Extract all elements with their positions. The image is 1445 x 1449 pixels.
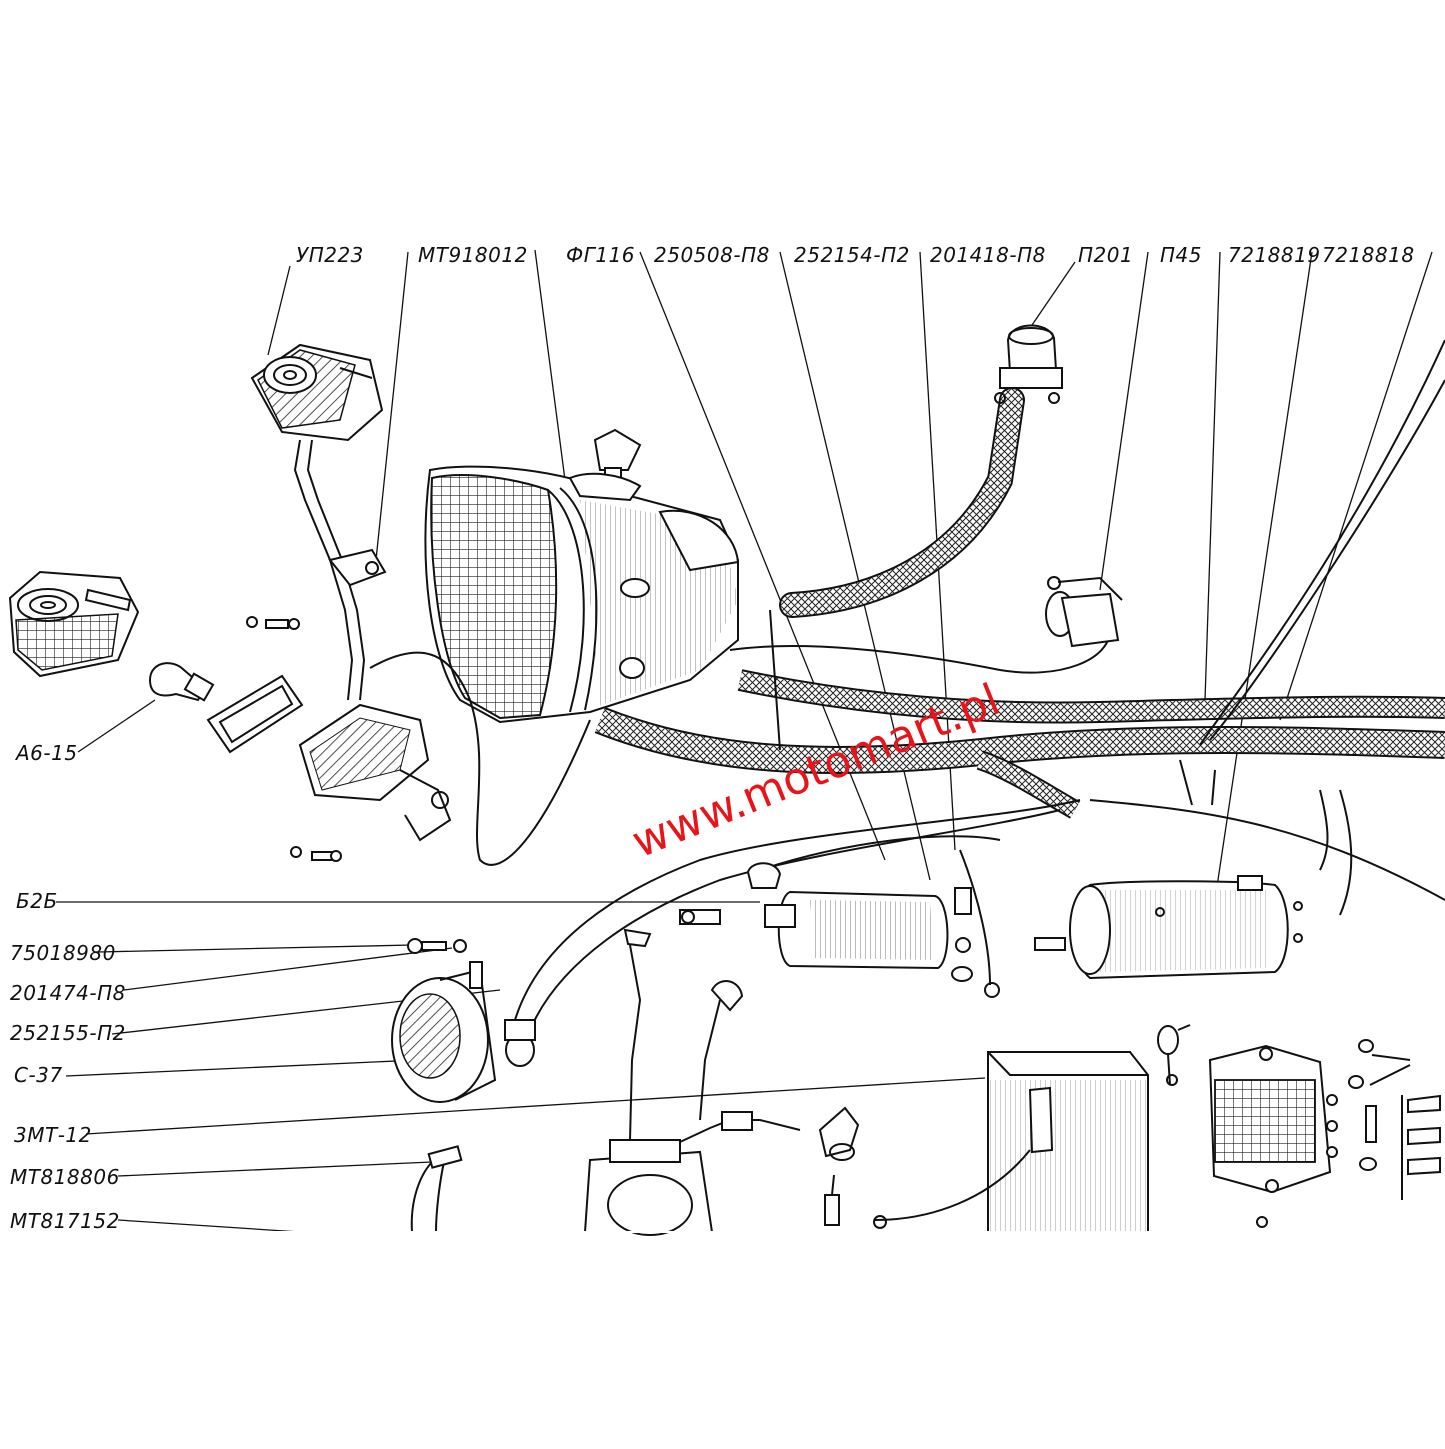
small-plug bbox=[623, 909, 721, 948]
label-252154-p2: 252154-П2 bbox=[794, 243, 910, 267]
label-mt818806: МТ818806 bbox=[10, 1165, 120, 1189]
label-7218819: 7218819 bbox=[1228, 243, 1321, 267]
label-252155-p2: 252155-П2 bbox=[10, 1021, 126, 1045]
tail-light-upper bbox=[250, 343, 387, 701]
screws-upper bbox=[246, 616, 342, 862]
gasket bbox=[206, 674, 304, 754]
horn bbox=[391, 938, 497, 1103]
label-75018980: 75018980 bbox=[10, 941, 116, 965]
plate-light-housing bbox=[298, 703, 452, 842]
label-p201: П201 bbox=[1078, 243, 1133, 267]
label-mt817152: МТ817152 bbox=[10, 1209, 120, 1233]
label-fg116: ФГ116 bbox=[566, 243, 635, 267]
leader-lines bbox=[56, 249, 1433, 1233]
bulb-icon bbox=[148, 662, 215, 702]
battery bbox=[873, 1051, 1149, 1233]
fuse-holder bbox=[1157, 1024, 1191, 1086]
label-p45: П45 bbox=[1160, 243, 1202, 267]
left-label-group: А6-15 Б2Б 75018980 201474-П8 252155-П2 С… bbox=[10, 741, 126, 1233]
label-201474-p8: 201474-П8 bbox=[10, 981, 126, 1005]
label-up223: УП223 bbox=[296, 243, 364, 267]
wiring-harness bbox=[369, 339, 1445, 1031]
ignition-coil bbox=[746, 862, 1000, 998]
distributor bbox=[583, 944, 860, 1236]
switch-p45 bbox=[1045, 576, 1123, 648]
top-label-group: УП223 МТ918012 ФГ116 250508-П8 252154-П2… bbox=[296, 243, 1415, 267]
headlight bbox=[424, 428, 740, 724]
connector-p201 bbox=[994, 324, 1063, 404]
relay-unit bbox=[1034, 875, 1303, 980]
label-b2b: Б2Б bbox=[16, 889, 58, 913]
label-s-37: С-37 bbox=[14, 1063, 63, 1087]
ht-wire bbox=[410, 1145, 463, 1233]
label-201418-p8: 201418-П8 bbox=[930, 243, 1046, 267]
voltage-regulator bbox=[1208, 1044, 1338, 1194]
label-7218818: 7218818 bbox=[1322, 243, 1415, 267]
label-250508-p8: 250508-П8 bbox=[654, 243, 770, 267]
label-a6-15: А6-15 bbox=[14, 741, 78, 765]
washers-bolts bbox=[1256, 1039, 1441, 1228]
tail-light-lens bbox=[8, 570, 140, 678]
label-3mt-12: 3МТ-12 bbox=[14, 1123, 92, 1147]
label-mt918012: МТ918012 bbox=[418, 243, 528, 267]
terminal-connector bbox=[504, 1019, 536, 1067]
